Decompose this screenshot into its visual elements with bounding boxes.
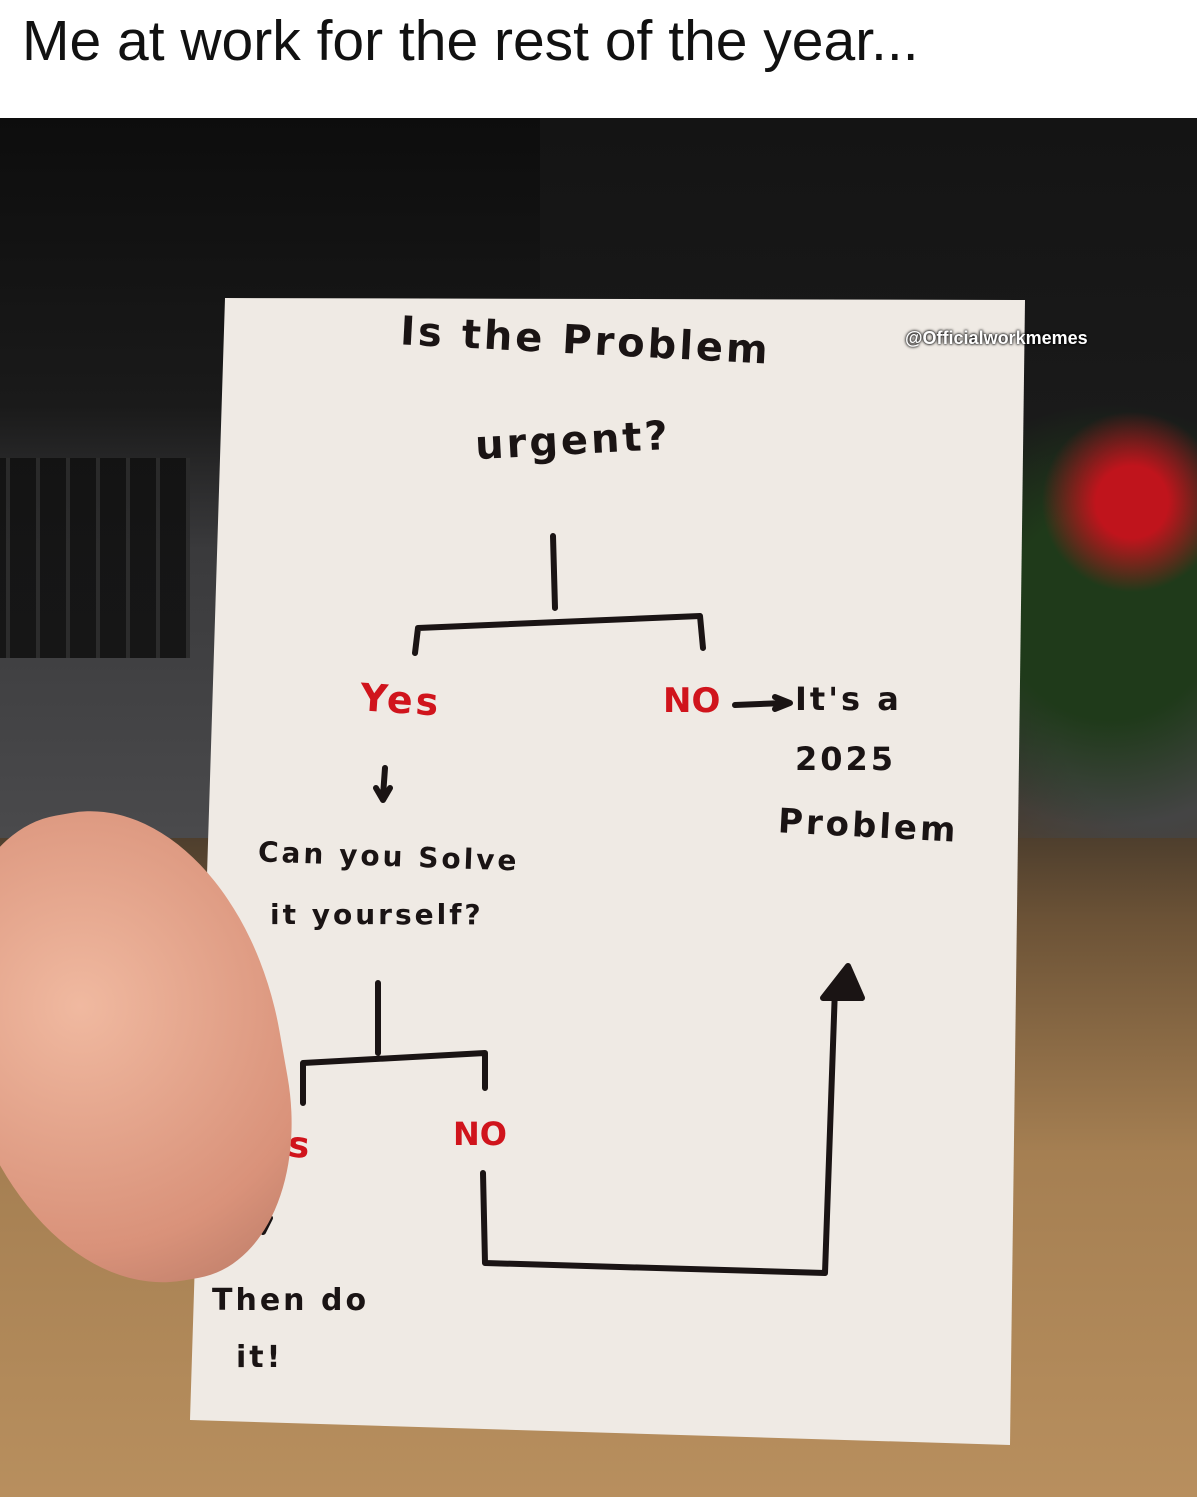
- no1-result-line3: Problem: [777, 801, 960, 851]
- meme-caption: Me at work for the rest of the year...: [22, 9, 919, 73]
- photo: Is the Problem urgent? Yes NO It's a 202…: [0, 118, 1197, 1497]
- meme-caption-band: Me at work for the rest of the year...: [0, 0, 1197, 118]
- no-label-1: NO: [663, 681, 721, 721]
- flowchart-paper: Is the Problem urgent? Yes NO It's a 202…: [190, 298, 1025, 1445]
- no1-result-line1: It's a: [795, 680, 902, 718]
- yes2-result-line2: it!: [236, 1340, 284, 1375]
- arrow-down-1: [373, 765, 393, 803]
- question1-line1: Is the Problem: [399, 308, 772, 374]
- branch-line-1: [412, 533, 706, 656]
- arrow-up: [820, 963, 865, 1001]
- no1-result-line2: 2025: [795, 740, 897, 778]
- no-label-2: NO: [453, 1115, 507, 1153]
- yes-label-1: Yes: [358, 675, 443, 725]
- loop-line: [480, 985, 838, 1276]
- question2-line1: Can you Solve: [257, 835, 521, 878]
- laptop-keyboard: [0, 458, 190, 658]
- arrow-right: [732, 694, 793, 712]
- christmas-tinsel-plant: [1000, 278, 1197, 838]
- yes2-result-line1: Then do: [212, 1283, 370, 1318]
- paper-sheet: [190, 298, 1025, 1445]
- branch-line-2: [300, 980, 488, 1106]
- watermark: @Officialworkmemes: [905, 328, 1088, 348]
- question1-line2: urgent?: [473, 412, 672, 470]
- question2-line2: it yourself?: [270, 898, 484, 931]
